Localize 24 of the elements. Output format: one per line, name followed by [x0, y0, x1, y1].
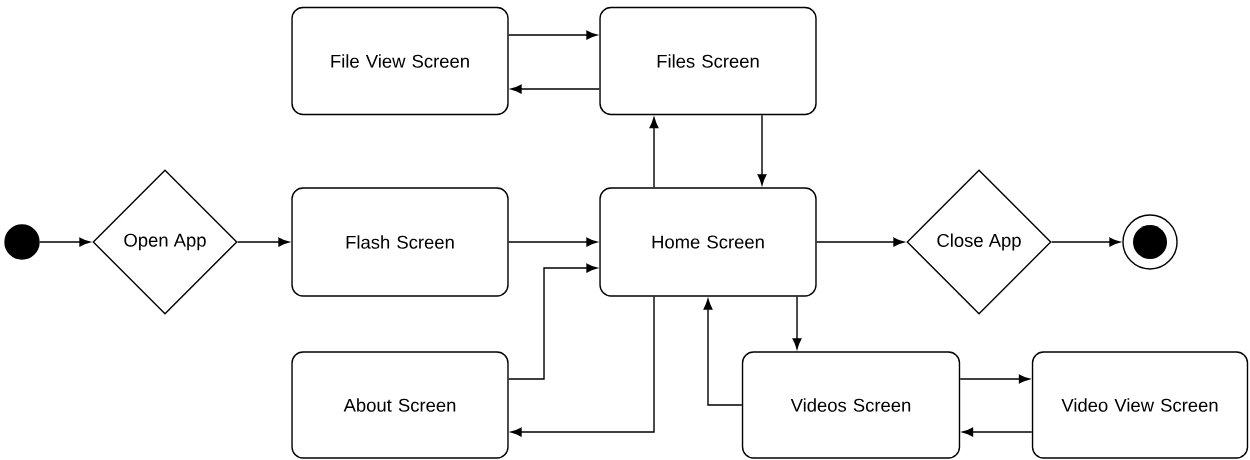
arrow — [39, 237, 91, 247]
arrow — [757, 114, 767, 186]
arrow — [816, 237, 905, 247]
end-node — [1122, 214, 1178, 270]
arrow — [1051, 237, 1121, 247]
arrow — [959, 374, 1030, 384]
arrow — [508, 237, 598, 247]
arrow — [792, 296, 802, 350]
arrow — [508, 263, 598, 380]
arrow — [237, 237, 290, 247]
screen-box: File View Screen — [291, 6, 509, 116]
screen-box: Flash Screen — [291, 187, 509, 297]
screen-box: Videos Screen — [741, 351, 961, 459]
arrow — [703, 298, 743, 406]
arrow — [962, 427, 1033, 437]
screen-box: Video View Screen — [1031, 351, 1249, 459]
screen-box: About Screen — [291, 351, 509, 459]
arrow — [508, 30, 598, 40]
screen-box: Home Screen — [599, 187, 817, 297]
arrow — [649, 117, 659, 188]
arrow — [510, 296, 655, 437]
arrow — [510, 84, 601, 94]
start-node — [4, 224, 40, 260]
screen-box: Files Screen — [599, 6, 817, 116]
